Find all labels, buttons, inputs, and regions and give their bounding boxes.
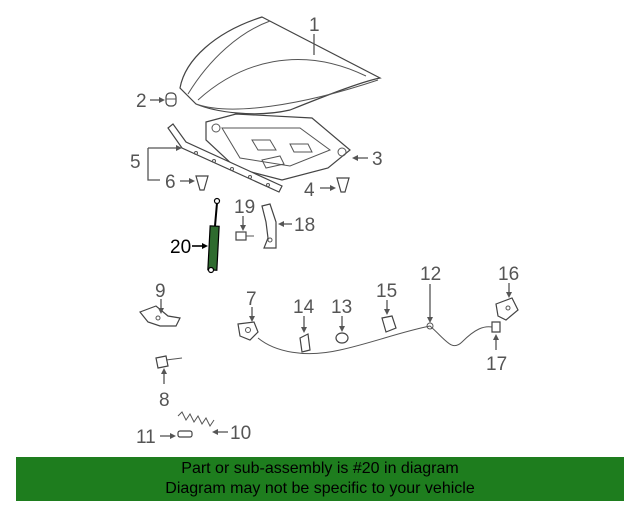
callout-arrow-15 bbox=[384, 309, 390, 315]
callout-1: 1 bbox=[309, 15, 320, 36]
callout-arrow-18 bbox=[278, 221, 284, 227]
callout-4: 4 bbox=[304, 180, 315, 201]
callout-arrow-19 bbox=[240, 225, 246, 231]
part-bolt-19 bbox=[235, 231, 254, 241]
info-banner: Part or sub-assembly is #20 in diagram D… bbox=[16, 457, 624, 501]
part-release-cable bbox=[257, 325, 497, 355]
callout-arrow-11 bbox=[170, 433, 176, 439]
callout-arrow-13 bbox=[339, 326, 345, 332]
callout-13: 13 bbox=[331, 297, 352, 318]
callout-arrow-6 bbox=[189, 178, 195, 184]
part-grommet-14 bbox=[299, 333, 311, 353]
callout-arrow-4 bbox=[330, 185, 336, 191]
callout-arrow-17 bbox=[493, 334, 499, 340]
callout-6: 6 bbox=[165, 172, 176, 193]
callout-19: 19 bbox=[234, 197, 255, 218]
callout-arrow-3 bbox=[352, 155, 358, 161]
callout-16: 16 bbox=[498, 264, 519, 285]
callout-14: 14 bbox=[293, 297, 315, 318]
callout-3: 3 bbox=[372, 149, 383, 170]
part-release-handle bbox=[495, 297, 519, 321]
callout-15: 15 bbox=[376, 281, 397, 302]
callout-arrow-16 bbox=[506, 292, 512, 298]
part-bumper-cushion bbox=[165, 92, 177, 107]
exploded-parts-diagram: 1 3 2 bbox=[130, 15, 519, 448]
banner-line-1: Part or sub-assembly is #20 in diagram bbox=[181, 460, 459, 477]
callout-arrow-10 bbox=[212, 429, 218, 435]
callout-arrow-5 bbox=[176, 145, 182, 151]
callout-17: 17 bbox=[486, 354, 507, 375]
part-clip-6 bbox=[195, 175, 209, 191]
callout-arrow-7 bbox=[249, 316, 255, 322]
part-clip-17 bbox=[491, 321, 501, 333]
callout-arrow-9 bbox=[158, 308, 164, 314]
callout-18: 18 bbox=[294, 215, 315, 236]
callout-5: 5 bbox=[130, 152, 141, 173]
callout-20: 20 bbox=[170, 237, 191, 258]
part-hood bbox=[179, 16, 382, 115]
callout-arrow-8 bbox=[161, 368, 167, 374]
callout-arrow-20 bbox=[202, 243, 208, 249]
banner-line-2: Diagram may not be specific to your vehi… bbox=[165, 480, 475, 497]
callout-8: 8 bbox=[159, 390, 170, 411]
callout-bracket-5 bbox=[147, 148, 160, 181]
part-pin bbox=[177, 430, 193, 438]
part-hood-lock bbox=[237, 321, 259, 341]
part-spring bbox=[177, 411, 215, 427]
part-hood-inner-panel bbox=[205, 113, 351, 181]
part-latch-bracket bbox=[139, 305, 181, 327]
part-clip-13 bbox=[335, 332, 349, 344]
callout-9: 9 bbox=[155, 281, 166, 302]
part-clip-4 bbox=[336, 177, 350, 193]
callout-7: 7 bbox=[246, 289, 257, 310]
part-bolt-8 bbox=[155, 355, 183, 369]
part-hood-lift-support bbox=[207, 197, 221, 274]
callout-12: 12 bbox=[420, 264, 441, 285]
callout-2: 2 bbox=[136, 91, 147, 112]
callout-10: 10 bbox=[230, 423, 251, 444]
callout-arrow-2 bbox=[159, 97, 165, 103]
part-cable-holder bbox=[381, 315, 397, 333]
callout-arrow-14 bbox=[301, 327, 307, 333]
part-hood-hinge bbox=[261, 203, 277, 249]
callout-11: 11 bbox=[136, 427, 156, 448]
callout-arrow-12 bbox=[427, 317, 433, 323]
